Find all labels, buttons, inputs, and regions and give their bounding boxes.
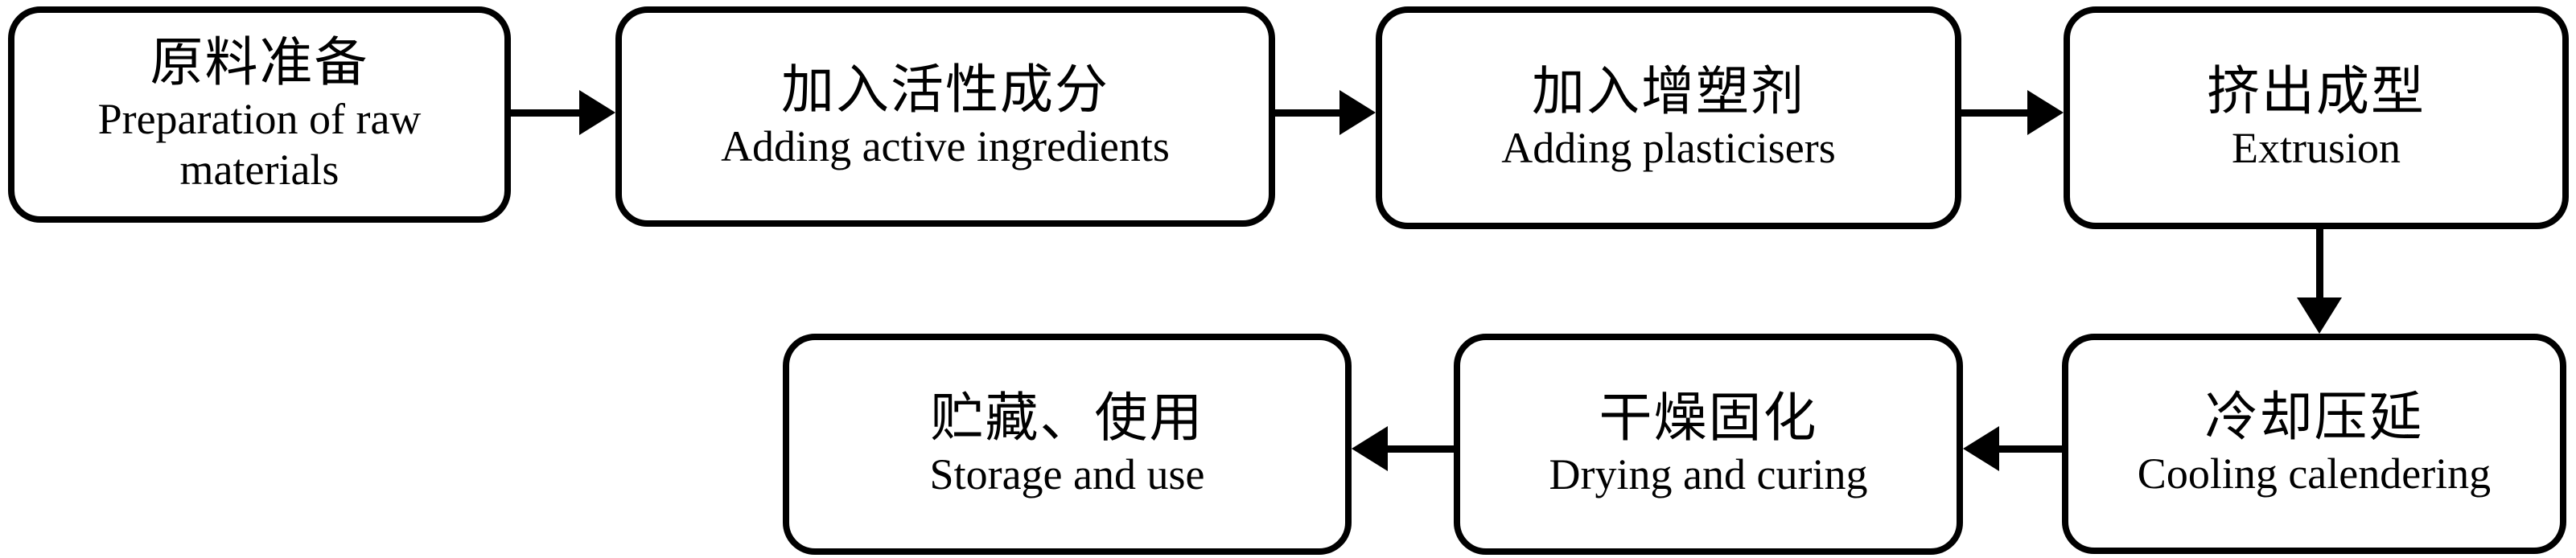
arrowhead-left-icon (1963, 426, 1999, 471)
arrowhead-right-icon (1339, 90, 1376, 135)
node-label-zh: 贮藏、使用 (930, 388, 1204, 448)
arrow-shaft (1961, 109, 2027, 117)
flow-node-adding-active-ingredients: 加入活性成分 Adding active ingredients (615, 6, 1275, 227)
arrow-shaft (1275, 109, 1339, 117)
arrowhead-left-icon (1352, 426, 1388, 471)
node-label-zh: 原料准备 (150, 33, 369, 92)
flow-node-adding-plasticisers: 加入增塑剂 Adding plasticisers (1376, 6, 1961, 229)
node-label-zh: 加入增塑剂 (1532, 62, 1805, 121)
node-label-zh: 冷却压延 (2204, 388, 2424, 448)
node-label-en: Preparation of raw materials (97, 94, 422, 195)
arrowhead-right-icon (2027, 90, 2064, 135)
flow-node-storage-use: 贮藏、使用 Storage and use (783, 334, 1352, 555)
arrowhead-down-icon (2297, 297, 2342, 334)
flow-node-cooling-calendering: 冷却压延 Cooling calendering (2062, 334, 2566, 554)
node-label-zh: 干燥固化 (1599, 388, 1818, 448)
node-label-zh: 加入活性成分 (781, 61, 1109, 121)
arrow-shaft (511, 109, 579, 117)
flow-node-raw-materials: 原料准备 Preparation of raw materials (8, 6, 511, 223)
node-label-en: Cooling calendering (2137, 449, 2492, 499)
arrow-shaft (1999, 445, 2062, 453)
flow-node-drying-curing: 干燥固化 Drying and curing (1454, 334, 1963, 555)
arrowhead-right-icon (579, 90, 615, 135)
node-label-en: Adding active ingredients (721, 122, 1170, 171)
arrow-shaft (2316, 229, 2323, 297)
node-label-zh: 挤出成型 (2207, 62, 2426, 121)
arrow-shaft (1388, 445, 1454, 453)
node-label-en: Drying and curing (1549, 449, 1868, 499)
node-label-en: Storage and use (929, 449, 1205, 499)
flow-node-extrusion: 挤出成型 Extrusion (2064, 6, 2569, 229)
node-label-en: Extrusion (2232, 123, 2401, 172)
node-label-en: Adding plasticisers (1501, 123, 1836, 172)
